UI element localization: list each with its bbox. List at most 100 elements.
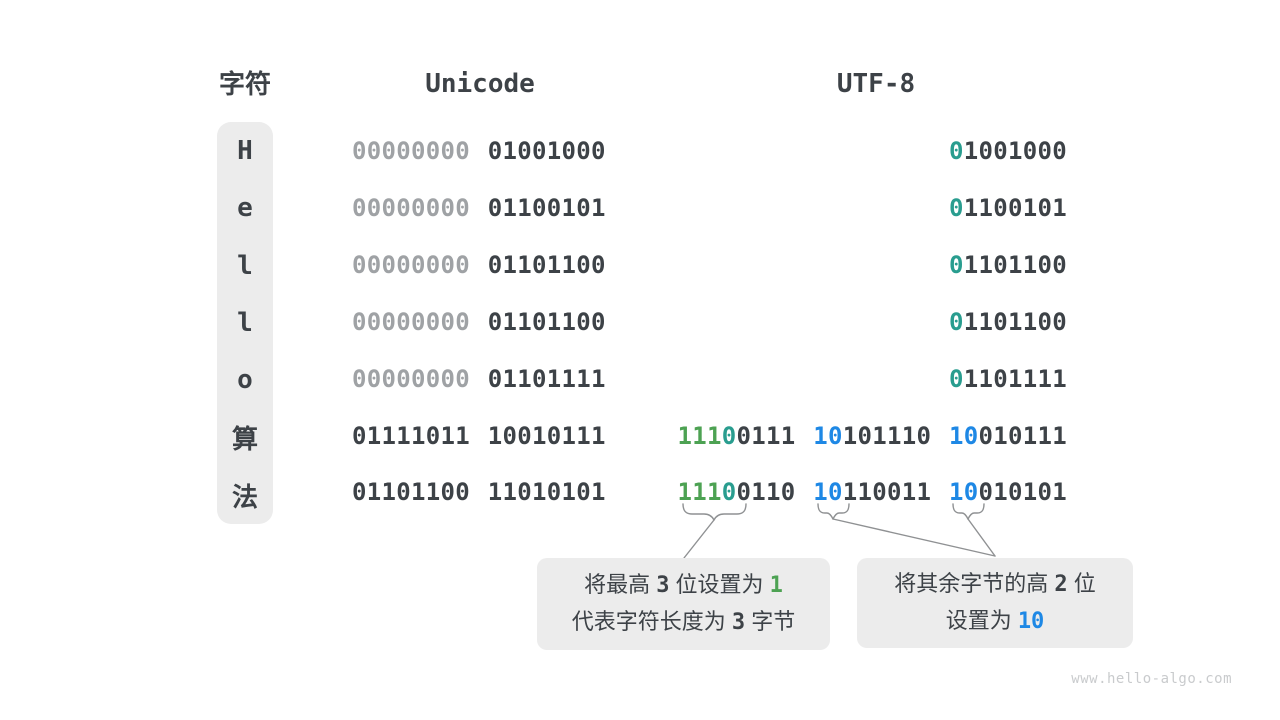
bit-segment: 00000000 [352,137,470,165]
connector-line-first-byte [683,519,715,559]
bit-segment: 00000000 [352,194,470,222]
bit-segment: 10 [949,478,979,506]
utf8-bits: 01001000 [949,136,1067,166]
bit-segment: 01101111 [487,365,606,393]
bit-segment [470,365,488,393]
bit-segment: 0 [949,365,964,393]
bit-segment: 00000000 [352,251,470,279]
utf8-bits: 11100110 10110011 10010101 [678,477,1068,507]
character-label: e [237,193,253,224]
utf8-bits: 01101111 [949,364,1067,394]
bit-segment: 110011 [842,478,932,506]
bit-segment [470,308,488,336]
character-label: l [237,250,253,281]
bit-segment [931,478,949,506]
column-header-unicode: Unicode [425,69,535,99]
bit-segment: 01111011 [352,422,470,450]
bit-segment: 010111 [978,422,1067,450]
note-text-segment: 设置为 [945,608,1018,633]
bit-segment: 10 [949,422,979,450]
note-text-segment: 3 [656,573,670,598]
unicode-bits: 01101100 11010101 [352,477,606,507]
encoding-row: 00000000 01101100 01101100 [0,250,1280,280]
unicode-bits: 00000000 01101100 [352,307,606,337]
note-text-segment: 字节 [745,609,796,634]
note-text-segment: 代表字符长度为 [571,609,732,634]
note-text-line: 将其余字节的高 2 位 [894,566,1096,603]
note-text-segment: 3 [731,610,746,635]
unicode-bits: 01111011 10010111 [352,421,606,451]
bit-segment: 111 [677,422,722,450]
bit-segment: 010101 [978,478,1067,506]
bit-segment: 0111 [736,422,796,450]
bit-segment: 0 [949,137,964,165]
bit-segment: 1101100 [963,308,1067,336]
character-label: 算 [231,425,258,456]
bit-segment: 1101100 [963,251,1067,279]
column-header-char: 字符 [218,69,271,99]
bit-segment [470,194,488,222]
note-text-line: 设置为 10 [946,603,1045,640]
note-text-line: 将最高 3 位设置为 1 [584,567,783,604]
bit-segment: 0110 [736,478,796,506]
bit-segment: 101110 [842,422,932,450]
note-text-segment: 位设置为 [669,572,770,597]
bit-segment [796,478,814,506]
note-text-segment: 1 [769,573,783,598]
bit-segment: 0 [949,194,964,222]
utf8-bits: 11100111 10101110 10010111 [678,421,1068,451]
bit-segment: 1100101 [963,194,1067,222]
column-header-utf8: UTF-8 [836,69,916,99]
note-text-segment: 将其余字节的高 [894,571,1055,596]
bit-segment [470,478,488,506]
bit-segment: 01100101 [487,194,606,222]
unicode-bits: 00000000 01001000 [352,136,606,166]
connector-line-continuation-2 [967,518,996,557]
bit-segment [796,422,814,450]
utf8-bits: 01101100 [949,307,1067,337]
bit-segment [470,137,488,165]
note-text-segment: 将最高 [584,572,657,597]
note-text-line: 代表字符长度为 3 字节 [572,604,796,641]
bit-segment: 0 [721,478,737,506]
bit-segment: 1101111 [963,365,1067,393]
bit-segment [931,422,949,450]
bit-segment: 01101100 [352,478,470,506]
bit-segment: 1001000 [963,137,1067,165]
bit-segment: 0 [949,308,964,336]
character-label: l [237,307,253,338]
unicode-bits: 00000000 01100101 [352,193,606,223]
unicode-bits: 00000000 01101111 [352,364,606,394]
watermark: www.hello-algo.com [1071,671,1232,687]
character-label: H [237,135,253,166]
bit-segment [470,251,488,279]
utf8-bits: 01100101 [949,193,1067,223]
connector-line-continuation-1 [832,518,996,557]
bit-segment: 00000000 [352,365,470,393]
character-label: o [237,365,253,396]
character-label: 法 [231,482,258,513]
bit-segment: 00000000 [352,308,470,336]
bit-segment: 111 [677,478,722,506]
utf8-bits: 01101100 [949,250,1067,280]
bit-segment: 01001000 [487,137,606,165]
note-text-segment: 2 [1054,572,1068,597]
bit-segment [470,422,488,450]
note-text-segment: 位 [1067,571,1096,596]
bit-segment: 01101100 [487,308,606,336]
bit-segment: 10 [813,422,843,450]
bit-segment: 10 [813,478,843,506]
unicode-bits: 00000000 01101100 [352,250,606,280]
bit-segment: 11010101 [487,478,606,506]
bit-segment: 10010111 [487,422,606,450]
note-text-segment: 10 [1017,609,1045,634]
